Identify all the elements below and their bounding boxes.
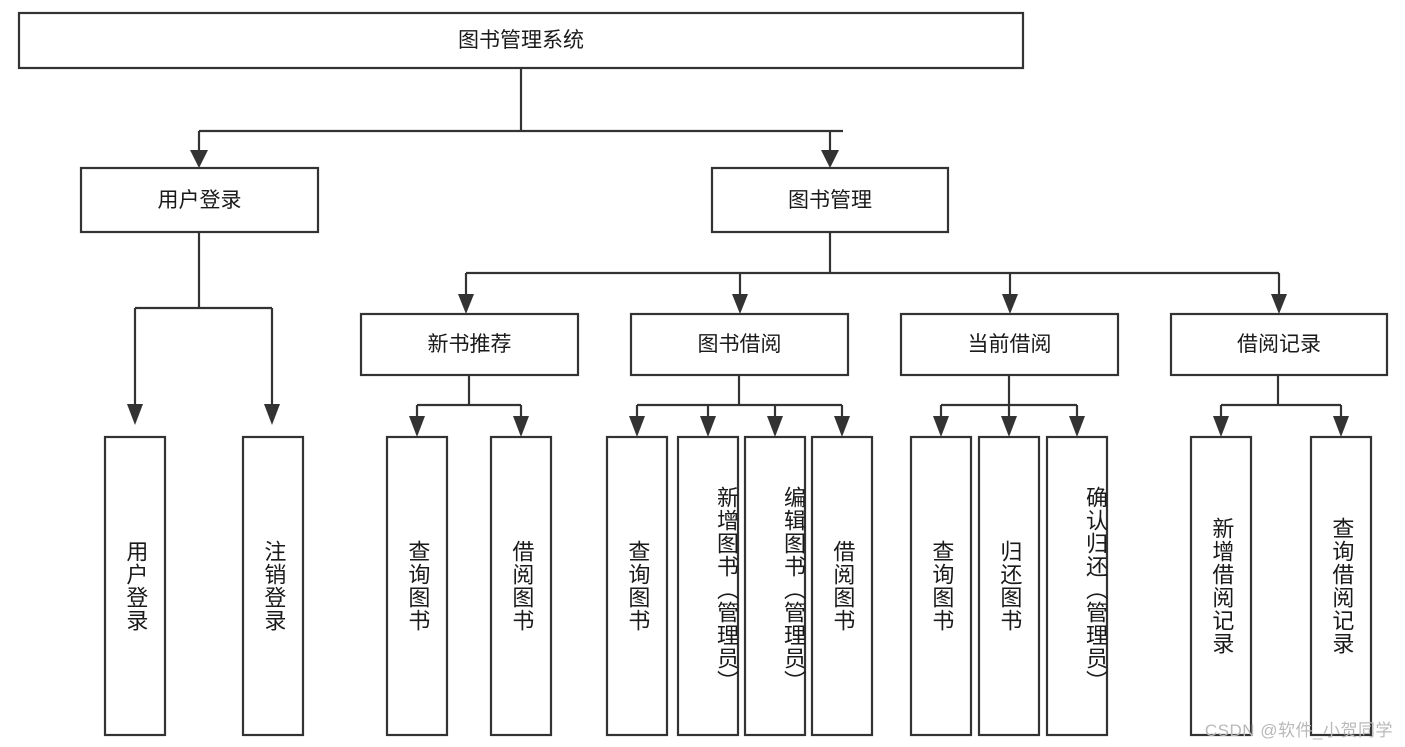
connectors-root-to-level2	[190, 68, 843, 168]
leaf-box-current-borrow-0[interactable]	[909, 435, 973, 737]
leaf-box-book-borrow-0[interactable]	[605, 435, 669, 737]
connectors-borrow-records-to-leaves	[1213, 375, 1349, 437]
csdn-watermark: CSDN @软件_小贺同学	[1204, 721, 1393, 740]
node-box-book-manage[interactable]	[710, 166, 950, 234]
node-box-new-book-recommend[interactable]	[359, 312, 580, 377]
leaf-box-user-login-0[interactable]	[103, 435, 167, 737]
leaf-box-new-book-0[interactable]	[385, 435, 449, 737]
leaf-box-user-login-1[interactable]	[241, 435, 305, 737]
leaf-box-borrow-records-1[interactable]	[1309, 435, 1373, 737]
node-box-user-login[interactable]	[79, 166, 320, 234]
leaf-box-book-borrow-1[interactable]	[676, 435, 740, 737]
leaf-box-current-borrow-2[interactable]	[1045, 435, 1109, 737]
leaf-box-new-book-1[interactable]	[489, 435, 553, 737]
leaf-box-borrow-records-0[interactable]	[1189, 435, 1253, 737]
connectors-current-borrow-to-leaves	[933, 375, 1085, 437]
connectors-new-book-to-leaves	[409, 375, 529, 437]
leaf-box-book-borrow-3[interactable]	[810, 435, 874, 737]
node-box-current-borrow[interactable]	[899, 312, 1120, 377]
node-box-root[interactable]	[17, 11, 1025, 70]
leaf-box-current-borrow-1[interactable]	[977, 435, 1041, 737]
connectors-user-login-to-leaves	[127, 232, 280, 425]
leaf-box-book-borrow-2[interactable]	[743, 435, 807, 737]
connectors-book-manage-to-level3	[458, 232, 1287, 314]
node-box-book-borrow[interactable]	[629, 312, 850, 377]
connectors-book-borrow-to-leaves	[629, 375, 850, 437]
node-box-borrow-records[interactable]	[1169, 312, 1389, 377]
